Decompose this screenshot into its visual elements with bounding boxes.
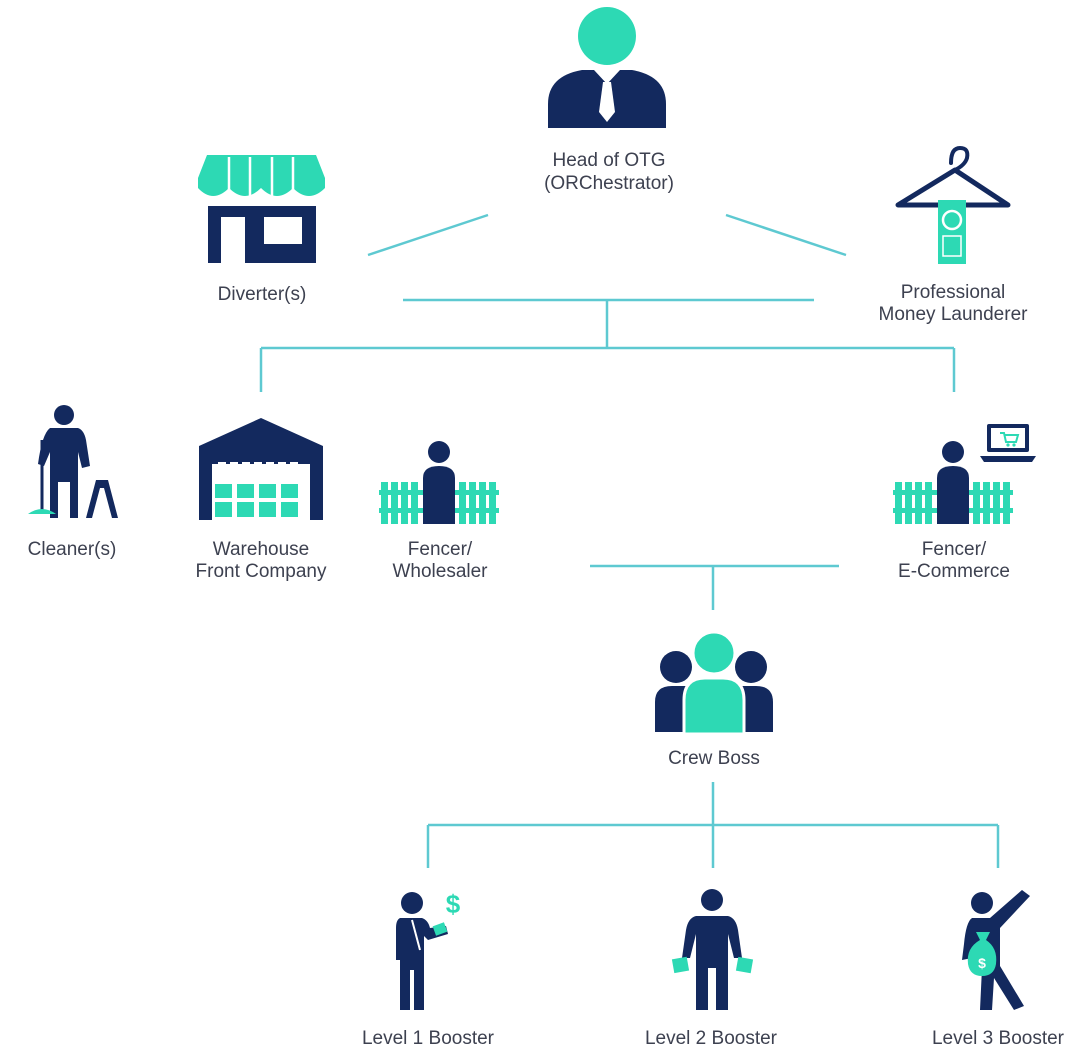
booster-3-label: Level 3 Booster: [932, 1028, 1065, 1049]
cleaner-label: Cleaner(s): [28, 539, 117, 560]
booster-dollar-icon: $: [396, 889, 461, 1010]
warehouse-label-line1: Warehouse: [213, 539, 309, 560]
storefront-icon: [198, 155, 325, 263]
booster-2-label: Level 2 Booster: [645, 1028, 778, 1049]
node-booster-3: $ Level 3 Booster: [932, 890, 1065, 1049]
crew-boss-label: Crew Boss: [668, 748, 760, 769]
svg-text:$: $: [978, 955, 986, 971]
connectors: [259, 213, 1000, 868]
launderer-label-line2: Money Launderer: [879, 304, 1029, 325]
warehouse-label-line2: Front Company: [196, 561, 327, 582]
hanger-money-icon: [895, 145, 1011, 264]
node-fencer-ecommerce: Fencer/ E-Commerce: [893, 424, 1036, 582]
group-icon: [655, 630, 773, 736]
node-cleaner: Cleaner(s): [28, 405, 118, 560]
businessman-icon: [548, 7, 666, 128]
fencer-wholesaler-label-line2: Wholesaler: [392, 561, 488, 582]
janitor-icon: [28, 405, 118, 518]
node-booster-2: Level 2 Booster: [645, 889, 778, 1049]
booster-bags-icon: [671, 889, 754, 1010]
connector-head-launderer: [725, 213, 847, 257]
svg-text:$: $: [446, 889, 461, 919]
person-fence-icon: [379, 441, 499, 524]
laptop-icon: [980, 424, 1036, 462]
node-launderer: Professional Money Launderer: [879, 145, 1029, 325]
node-diverter: Diverter(s): [198, 155, 325, 305]
booster-1-label: Level 1 Booster: [362, 1028, 495, 1049]
fencer-wholesaler-label-line1: Fencer/: [408, 539, 473, 560]
diverter-label: Diverter(s): [218, 284, 307, 305]
node-head: Head of OTG (ORChestrator): [544, 7, 674, 194]
connector-head-diverter: [367, 213, 489, 257]
warehouse-icon: [199, 418, 323, 520]
node-warehouse: Warehouse Front Company: [196, 418, 327, 582]
node-booster-1: $ Level 1 Booster: [362, 889, 495, 1049]
booster-moneybag-icon: $: [962, 890, 1030, 1010]
node-fencer-wholesaler: Fencer/ Wholesaler: [379, 441, 499, 582]
launderer-label-line1: Professional: [901, 282, 1006, 303]
node-crew-boss: Crew Boss: [655, 630, 773, 769]
fencer-ecommerce-label-line1: Fencer/: [922, 539, 987, 560]
head-label-line2: (ORChestrator): [544, 173, 674, 194]
head-label-line1: Head of OTG: [553, 150, 666, 171]
person-fence-laptop-icon: [893, 424, 1036, 524]
fencer-ecommerce-label-line2: E-Commerce: [898, 561, 1010, 582]
